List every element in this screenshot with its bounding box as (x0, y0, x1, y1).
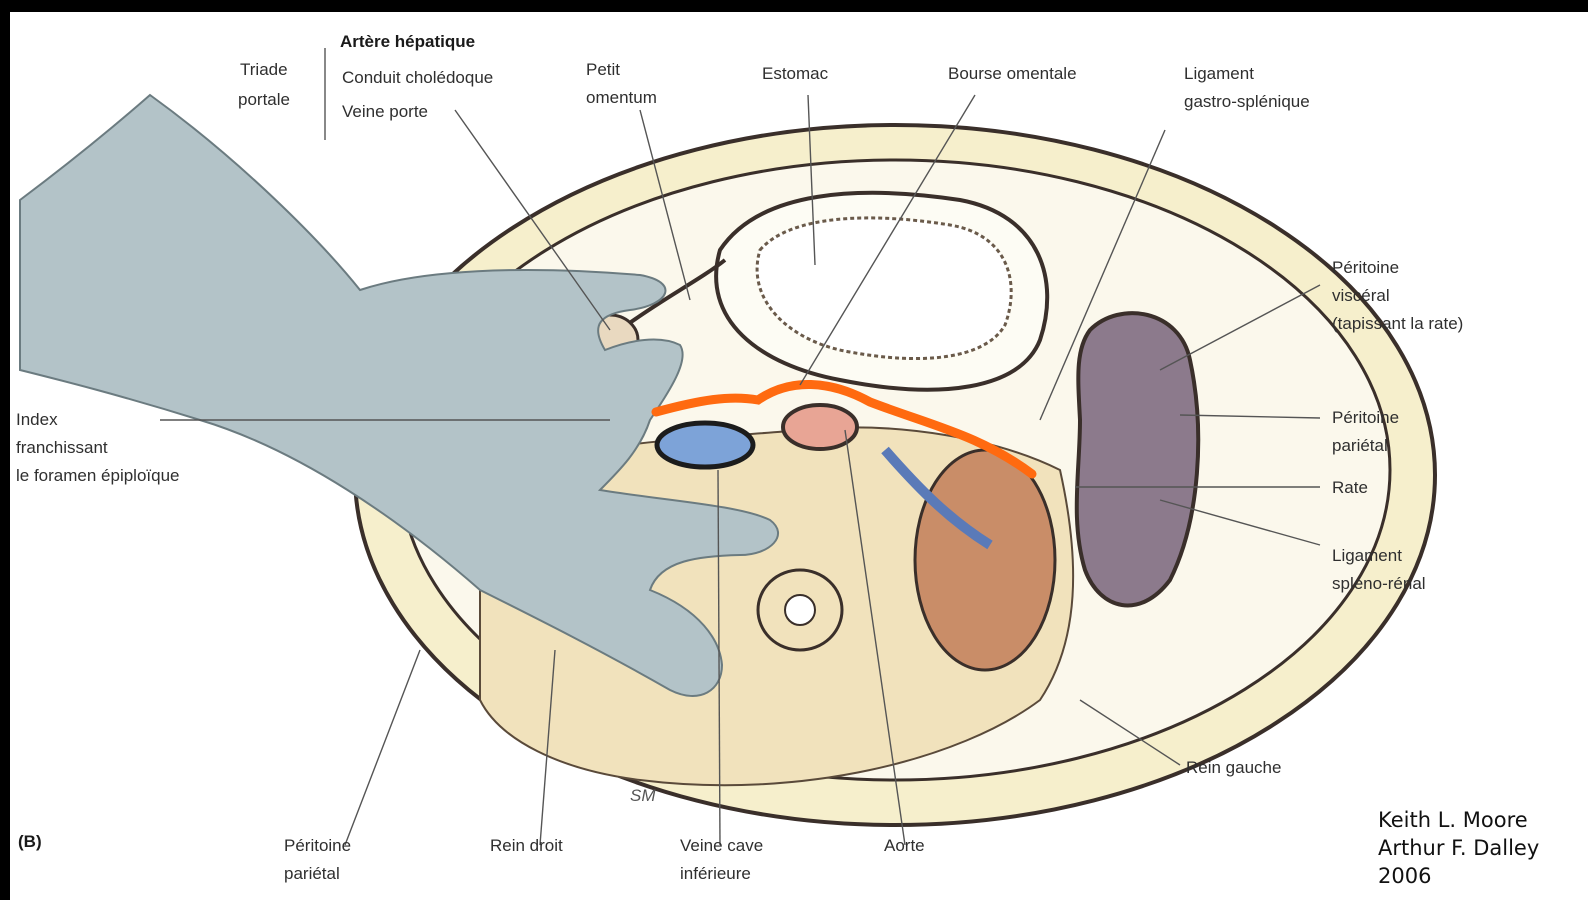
label-perit-parietal-bottom-2: pariétal (284, 862, 340, 886)
figure-marker: (B) (18, 830, 42, 854)
label-vci-1: Veine cave (680, 834, 763, 858)
label-petit-omentum-2: omentum (586, 86, 657, 110)
label-perit-visceral-1: Péritoine (1332, 256, 1399, 280)
label-ligament-gastro-2: gastro-splénique (1184, 90, 1310, 114)
spinal-cord (785, 595, 815, 625)
label-index-2: franchissant (16, 436, 108, 460)
label-index-3: le foramen épiploïque (16, 464, 180, 488)
label-lig-spleno-1: Ligament (1332, 544, 1402, 568)
label-lig-spleno-2: spléno-rénal (1332, 572, 1426, 596)
label-rein-droit: Rein droit (490, 834, 563, 858)
label-estomac: Estomac (762, 62, 828, 86)
credit-line2: Arthur F. Dalley (1378, 834, 1539, 862)
aorta (783, 405, 857, 449)
label-bourse-omentale: Bourse omentale (948, 62, 1077, 86)
label-perit-visceral-2: viscéral (1332, 284, 1390, 308)
label-index-1: Index (16, 408, 58, 432)
inferior-vena-cava (657, 423, 753, 467)
label-rein-gauche: Rein gauche (1186, 756, 1281, 780)
label-hepatic-artery: Artère hépatique (340, 30, 475, 54)
top-border (0, 0, 1588, 12)
label-aorte: Aorte (884, 834, 925, 858)
label-vci-2: inférieure (680, 862, 751, 886)
label-petit-omentum-1: Petit (586, 58, 620, 82)
label-triade-line1: Triade (240, 58, 288, 82)
label-portal-vein: Veine porte (342, 100, 428, 124)
spleen (1077, 313, 1198, 605)
left-kidney (915, 450, 1055, 670)
artist-signature: SM (630, 784, 656, 808)
label-triade-line2: portale (238, 88, 290, 112)
label-rate: Rate (1332, 476, 1368, 500)
left-border (0, 0, 10, 900)
credit-line1: Keith L. Moore (1378, 806, 1528, 834)
label-perit-parietal-right-2: pariétal (1332, 434, 1388, 458)
label-ligament-gastro-1: Ligament (1184, 62, 1254, 86)
label-perit-parietal-right-1: Péritoine (1332, 406, 1399, 430)
label-bile-duct: Conduit cholédoque (342, 66, 493, 90)
label-perit-parietal-bottom-1: Péritoine (284, 834, 351, 858)
label-perit-visceral-3: (tapissant la rate) (1332, 312, 1463, 336)
credit-line3: 2006 (1378, 862, 1431, 890)
